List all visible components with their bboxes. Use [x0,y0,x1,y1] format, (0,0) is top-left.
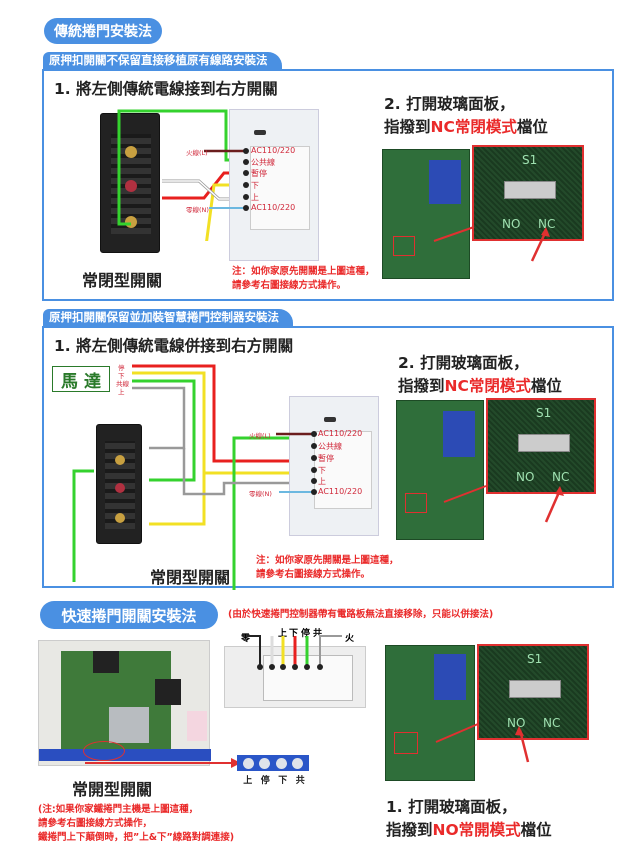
s1-label: S1 [522,153,538,167]
panel1: 1. 將左側傳統電線接到右方開關 火線(L) 零線(N) AC110/220 公… [42,69,614,301]
terminal-screw [115,483,125,493]
fast-door-controller-photo [38,640,211,766]
panel2-controller-image [289,396,379,536]
terminal-label: 公共線 [318,442,342,451]
terminal-screw [115,513,125,523]
pointer-arrow [443,485,564,523]
motor-wire-label: 上 [118,388,125,396]
terminal-screw [292,757,304,769]
terminal-label: AC110/220 [318,429,363,438]
terminal-label: 暫停 [251,169,267,178]
panel2-pcb-image [396,400,484,540]
panel1-dip-switch-zoom: S1 NO NC [472,145,584,241]
terminal-label: 上 [251,193,259,202]
panel1-step2-title: 2. 打開玻璃面板， 指撥到NC常閉模式檔位 [384,95,548,136]
wire-green-loop [232,436,304,590]
section2-note: (注:如果你家鐵捲門主機是上圖這種， 請參考右圖接線方式操作， 鐵捲門上下顛倒時… [38,804,235,843]
top-wire-label: 零 [241,634,251,644]
terminal-block-labels: 上 停 下 共 [243,776,305,786]
terminal-label: 公共線 [251,158,275,167]
panel2-tab: 原押扣開關保留並加裝智慧捲門控制器安裝法 [43,309,293,326]
panel1-note: 注：如你家原先開關是上圖這種， 請參考右圖接線方式操作。 [232,266,375,291]
top-wire-label: 停 [301,629,311,639]
panel2-switch-caption: 常閉型開關 [150,568,231,587]
neutral-wire-label: 零線(N) [186,206,209,214]
traditional-switch-image [96,424,142,544]
motor-wire-label: 下 [118,372,125,380]
section2-subtitle: (由於快速捲門控制器帶有電路板無法直接移除，只能以併接法) [228,609,494,620]
no-label: NO [507,716,526,730]
panel1-switch-caption: 常閉型開關 [82,271,163,290]
wire-red [132,364,304,463]
section2-pcb-image [385,645,475,781]
section-title-traditional: 傳統捲門安裝法 [44,18,162,44]
no-label: NO [502,217,521,231]
neutral-wire-label: 零線(N) [249,490,272,498]
terminal-label: AC110/220 [318,487,363,496]
dip-switch-highlight [405,493,427,513]
nc-label: NC [538,217,556,231]
section2-step1-title: 1. 打開玻璃面板， 指撥到NO常開模式檔位 [386,798,552,839]
nc-label: NC [543,716,561,730]
section2-dip-switch-zoom: S1 NO NC [477,644,589,740]
top-wire-label: 下 [289,629,299,639]
terminal-label: 上 [318,477,326,486]
panel2-step1-title: 1. 將左側傳統電線併接到右方開關 [54,337,294,355]
terminal-label: 暫停 [318,454,334,463]
top-wire-label: 火 [345,634,355,644]
section-title-text: 傳統捲門安裝法 [54,24,152,40]
live-wire-label: 火線(L) [249,432,271,440]
terminal-screw [125,146,137,158]
terminal-label: AC110/220 [251,203,296,212]
dip-switch-highlight [393,236,415,256]
terminal-screw [275,757,287,769]
wiring-highlight-ellipse [83,741,125,761]
s1-label: S1 [527,652,543,666]
terminal-screw [115,455,125,465]
pointer-arrow [433,226,550,262]
panel2-dip-switch-zoom: S1 NO NC [486,398,596,494]
panel2-note: 注：如你家原先開關是上圖這種， 請參考右圖接線方式操作。 [256,555,399,580]
panel1-step1-title: 1. 將左側傳統電線接到右方開關 [54,80,278,98]
nc-label: NC [552,470,570,484]
smart-controller-wires [248,635,342,670]
terminal-label: AC110/220 [251,146,296,155]
terminal-screw [242,757,254,769]
wire-white [132,386,186,450]
panel2: 1. 將左側傳統電線併接到右方開關 馬 達 停 下 共線 上 火線(L) 零線(… [42,326,614,590]
panel2-step2-title: 2. 打開玻璃面板， 指撥到NC常閉模式檔位 [398,354,562,395]
live-wire-label: 火線(L) [186,149,208,157]
motor-wire-label: 停 [118,364,125,372]
top-wire-label: 上 [278,629,288,639]
pointer-arrow [435,723,530,763]
top-wire-label: 共 [313,629,323,639]
terminal-label: 下 [251,181,259,190]
motor-label-box: 馬 達 [52,366,110,392]
wire-yellow [132,371,206,526]
wire-green [132,379,196,482]
terminal-label: 下 [318,466,326,475]
panel2-terminal-wires [276,431,317,495]
panel1-terminal-wires [204,148,249,211]
terminal-screw [125,180,137,192]
section-title-text: 快速捲門開關安裝法 [61,606,197,625]
dip-switch-highlight [394,732,418,754]
pointer-arrow [85,758,241,768]
motor-wire-label: 共線 [116,380,129,388]
no-label: NO [516,470,535,484]
s1-label: S1 [536,406,552,420]
section2-switch-caption: 常開型開關 [72,780,153,799]
terminal-block [237,755,309,771]
terminal-screw [259,757,271,769]
panel1-pcb-image [382,149,470,279]
panel1-tab: 原押扣開關不保留直接移植原有線路安裝法 [43,52,282,69]
section-title-fast: 快速捲門開關安裝法 [40,601,218,629]
